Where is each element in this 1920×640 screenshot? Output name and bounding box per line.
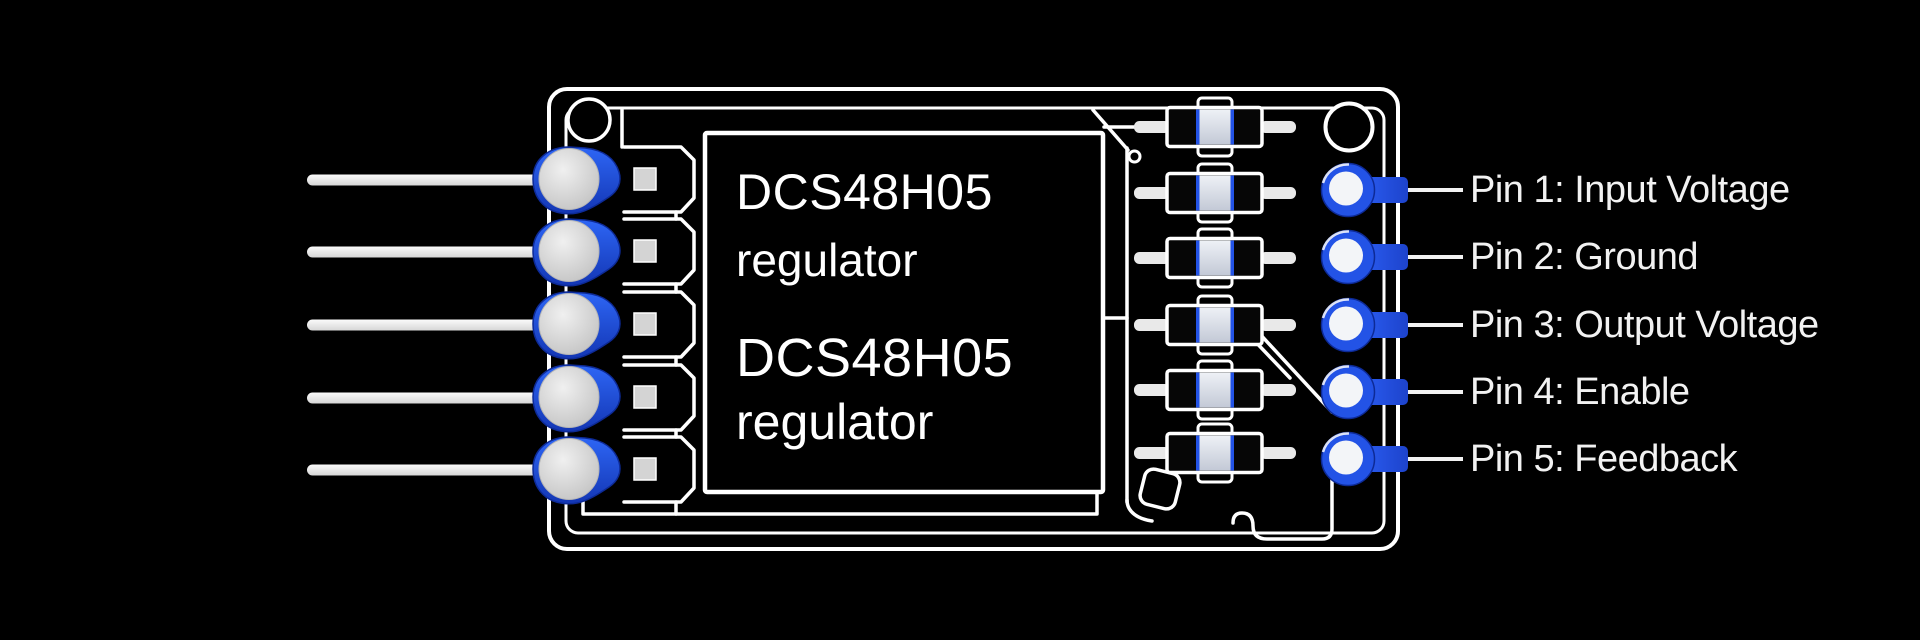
mounting-hole-right — [1323, 101, 1375, 153]
pin-2 — [1319, 228, 1465, 286]
trace — [581, 492, 1099, 516]
pin-3 — [1319, 296, 1465, 354]
pin-3-label: Pin 3: Output Voltage — [1470, 304, 1819, 346]
pin-1 — [1319, 161, 1465, 219]
pin-5-label: Pin 5: Feedback — [1470, 438, 1738, 480]
trace-via — [1127, 149, 1142, 164]
pin-2-label: Pin 2: Ground — [1470, 236, 1698, 278]
pin-5 — [1319, 430, 1465, 488]
left-pad-2 — [305, 217, 696, 288]
trace-network — [581, 108, 1334, 541]
resistor-2 — [1132, 162, 1298, 224]
mounting-hole-left — [566, 97, 612, 143]
resistor-3 — [1132, 227, 1298, 289]
trace — [1091, 108, 1130, 152]
pin-4 — [1319, 363, 1465, 421]
resistor-5 — [1132, 359, 1298, 421]
ic-model-text: DCS48H05 — [736, 164, 993, 220]
ic-model-text: DCS48H05 — [736, 328, 1014, 388]
trace-hook — [1231, 472, 1334, 541]
left-pad-3 — [305, 290, 696, 361]
ic-type-text: regulator — [736, 234, 918, 286]
left-pad-4 — [305, 363, 696, 434]
pin-1-label: Pin 1: Input Voltage — [1470, 169, 1790, 211]
pin-4-label: Pin 4: Enable — [1470, 371, 1690, 413]
left-pad-5 — [305, 435, 696, 506]
left-pad-1 — [305, 145, 696, 216]
trace — [1125, 498, 1154, 523]
ic-type-text: regulator — [736, 394, 934, 450]
trace-diagonal — [1256, 330, 1334, 414]
ic-chip-body — [702, 130, 1106, 495]
trace-ring — [1138, 467, 1182, 511]
